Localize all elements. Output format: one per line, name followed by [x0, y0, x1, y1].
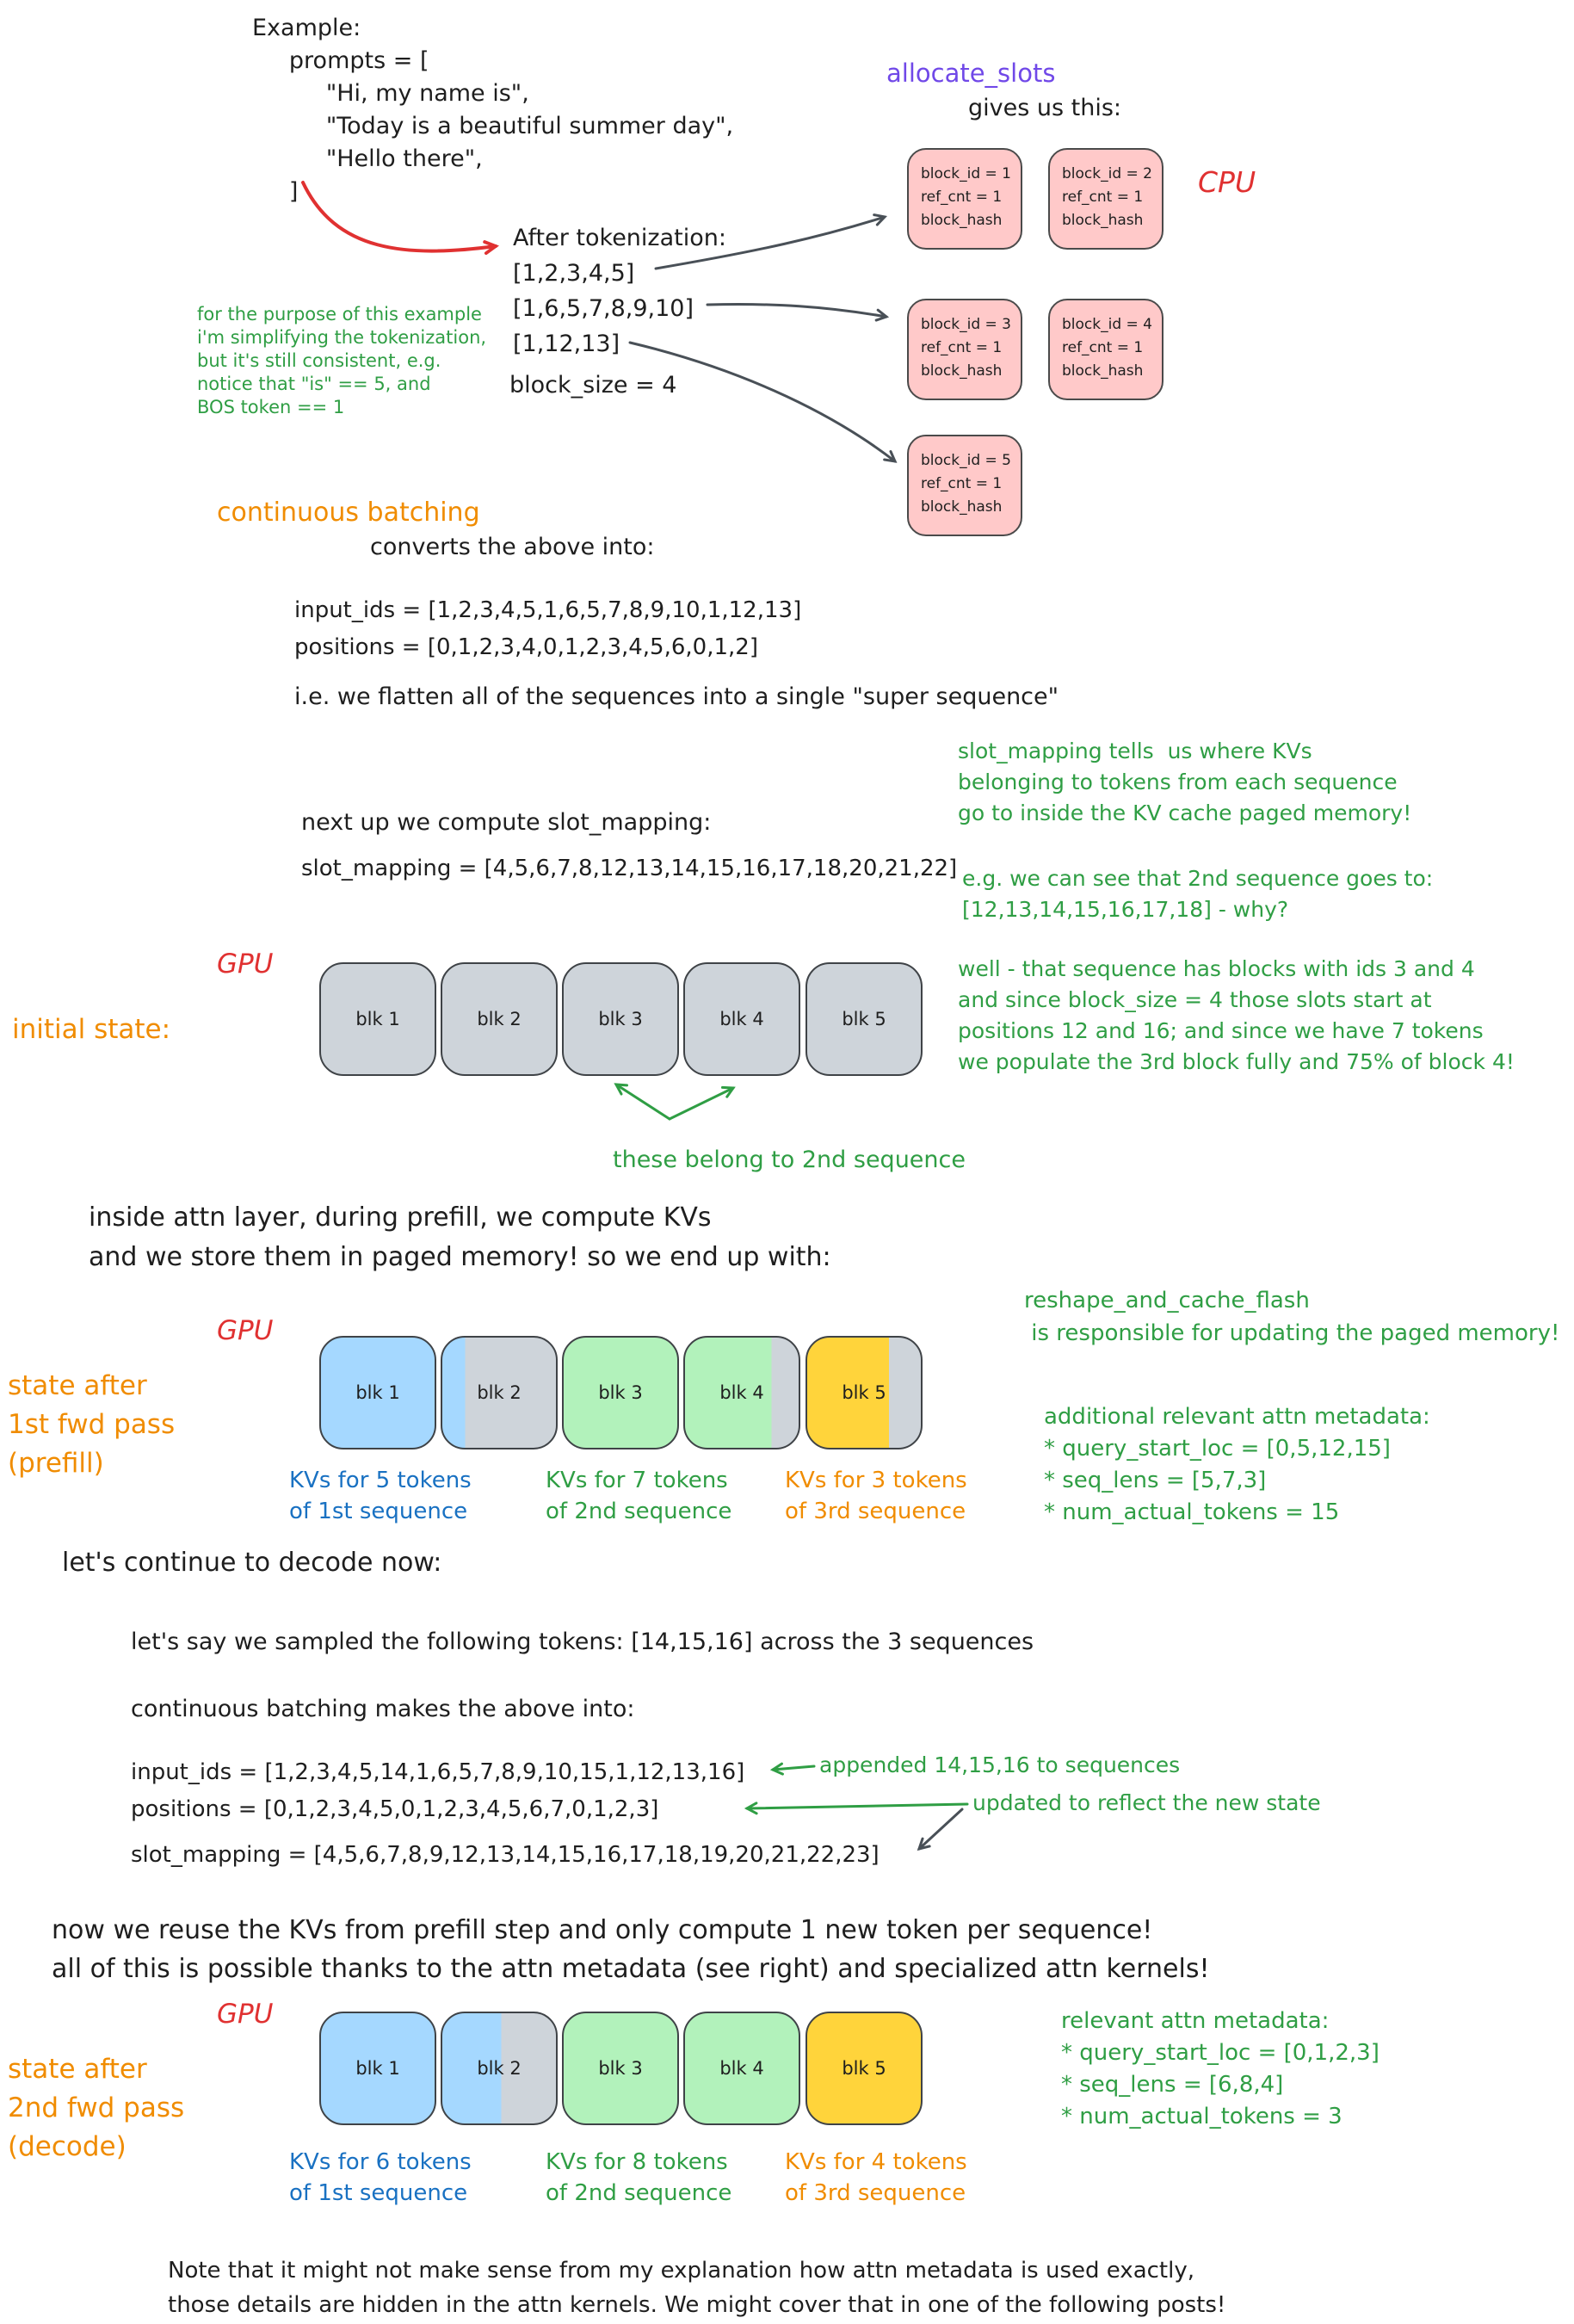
appended-arrow	[769, 1762, 816, 1776]
decode-state-label: state after 2nd fwd pass (decode)	[8, 2054, 185, 2162]
decode-slot-mapping: slot_mapping = [4,5,6,7,8,9,12,13,14,15,…	[131, 1842, 880, 1868]
decode-input-ids-positions: input_ids = [1,2,3,4,5,14,1,6,5,7,8,9,10…	[131, 1759, 745, 1822]
example-code: Example: prompts = [ "Hi, my name is", "…	[252, 15, 734, 205]
gpu-block-initial-5: blk 5	[806, 962, 923, 1076]
gpu-label-decode: GPU	[217, 1999, 274, 2030]
prefill-state-label: state after 1st fwd pass (prefill)	[8, 1370, 176, 1479]
gpu-block-decode-3: blk 3	[562, 2012, 679, 2125]
continuous-batching-subtitle: converts the above into:	[370, 534, 655, 560]
appended-note: appended 14,15,16 to sequences	[819, 1752, 1181, 1777]
decode-kv-seq2-label: KVs for 8 tokens of 2nd sequence	[546, 2149, 732, 2206]
cpu-block-3: block_id = 3 ref_cnt = 1 block_hash	[907, 299, 1022, 400]
footer-note: Note that it might not make sense from m…	[168, 2258, 1226, 2318]
gpu-block-prefill-5: blk 5	[806, 1336, 923, 1449]
belong-right-arrow	[668, 1085, 736, 1121]
gpu-block-prefill-1: blk 1	[319, 1336, 436, 1449]
flatten-note: i.e. we flatten all of the sequences int…	[294, 683, 1059, 710]
gpu-block-initial-2: blk 2	[441, 962, 558, 1076]
slot-mapping-value: slot_mapping = [4,5,6,7,8,12,13,14,15,16…	[301, 856, 958, 881]
decode-kv-seq1-label: KVs for 6 tokens of 1st sequence	[289, 2149, 472, 2206]
slot-mapping-check-arrow	[917, 1808, 964, 1851]
cpu-block-1: block_id = 1 ref_cnt = 1 block_hash	[907, 148, 1022, 250]
tokenization-simplify-note: for the purpose of this example i'm simp…	[197, 304, 487, 417]
decode-continue-label: let's continue to decode now:	[62, 1548, 442, 1578]
slot-mapping-note: slot_mapping tells us where KVs belongin…	[958, 739, 1412, 825]
why-note: well - that sequence has blocks with ids…	[958, 956, 1515, 1074]
decode-reuse-note: now we reuse the KVs from prefill step a…	[52, 1915, 1210, 1984]
block-size-label: block_size = 4	[509, 372, 677, 399]
decode-attn-metadata: relevant attn metadata: * query_start_lo…	[1061, 2008, 1380, 2129]
decode-cb-note: continuous batching makes the above into…	[131, 1696, 635, 1722]
slot-mapping-example-note: e.g. we can see that 2nd sequence goes t…	[962, 866, 1434, 922]
allocate-slots-subtitle: gives us this:	[968, 95, 1122, 121]
belong-left-arrow	[614, 1083, 671, 1121]
gpu-label-prefill: GPU	[217, 1315, 274, 1346]
prefill-attn-metadata: additional relevant attn metadata: * que…	[1044, 1404, 1430, 1525]
gpu-block-decode-1: blk 1	[319, 2012, 436, 2125]
prefill-kv-seq1-label: KVs for 5 tokens of 1st sequence	[289, 1468, 472, 1524]
cpu-label: CPU	[1198, 165, 1256, 199]
initial-state-label: initial state:	[12, 1014, 171, 1045]
gpu-block-prefill-3: blk 3	[562, 1336, 679, 1449]
gpu-block-decode-2: blk 2	[441, 2012, 558, 2125]
updated-note: updated to reflect the new state	[972, 1790, 1321, 1815]
updated-arrow	[744, 1802, 969, 1815]
gpu-block-initial-3: blk 3	[562, 962, 679, 1076]
decode-sampled-note: let's say we sampled the following token…	[131, 1629, 1034, 1655]
gpu-block-prefill-4: blk 4	[683, 1336, 800, 1449]
gpu-block-decode-5: blk 5	[806, 2012, 923, 2125]
gpu-block-decode-4: blk 4	[683, 2012, 800, 2125]
cpu-block-2: block_id = 2 ref_cnt = 1 block_hash	[1048, 148, 1164, 250]
gpu-label-initial: GPU	[217, 949, 274, 980]
prefill-kv-seq2-label: KVs for 7 tokens of 2nd sequence	[546, 1468, 732, 1524]
reshape-note: reshape_and_cache_flash is responsible f…	[1024, 1288, 1560, 1346]
belong-note: these belong to 2nd sequence	[613, 1147, 966, 1173]
continuous-batching-title: continuous batching	[217, 498, 480, 528]
gpu-block-initial-1: blk 1	[319, 962, 436, 1076]
tokenization-block: After tokenization: [1,2,3,4,5] [1,6,5,7…	[513, 225, 726, 357]
gpu-block-initial-4: blk 4	[683, 962, 800, 1076]
batching-input-ids-positions: input_ids = [1,2,3,4,5,1,6,5,7,8,9,10,1,…	[294, 597, 802, 660]
seq2-to-blocks-arrow	[706, 303, 890, 322]
decode-kv-seq3-label: KVs for 4 tokens of 3rd sequence	[785, 2149, 967, 2206]
prefill-kv-seq3-label: KVs for 3 tokens of 3rd sequence	[785, 1468, 967, 1524]
cpu-block-4: block_id = 4 ref_cnt = 1 block_hash	[1048, 299, 1164, 400]
slot-mapping-intro: next up we compute slot_mapping:	[301, 809, 712, 836]
prefill-intro: inside attn layer, during prefill, we co…	[89, 1202, 831, 1272]
gpu-block-prefill-2: blk 2	[441, 1336, 558, 1449]
allocate-slots-title: allocate_slots	[886, 59, 1056, 88]
cpu-block-5: block_id = 5 ref_cnt = 1 block_hash	[907, 435, 1022, 536]
